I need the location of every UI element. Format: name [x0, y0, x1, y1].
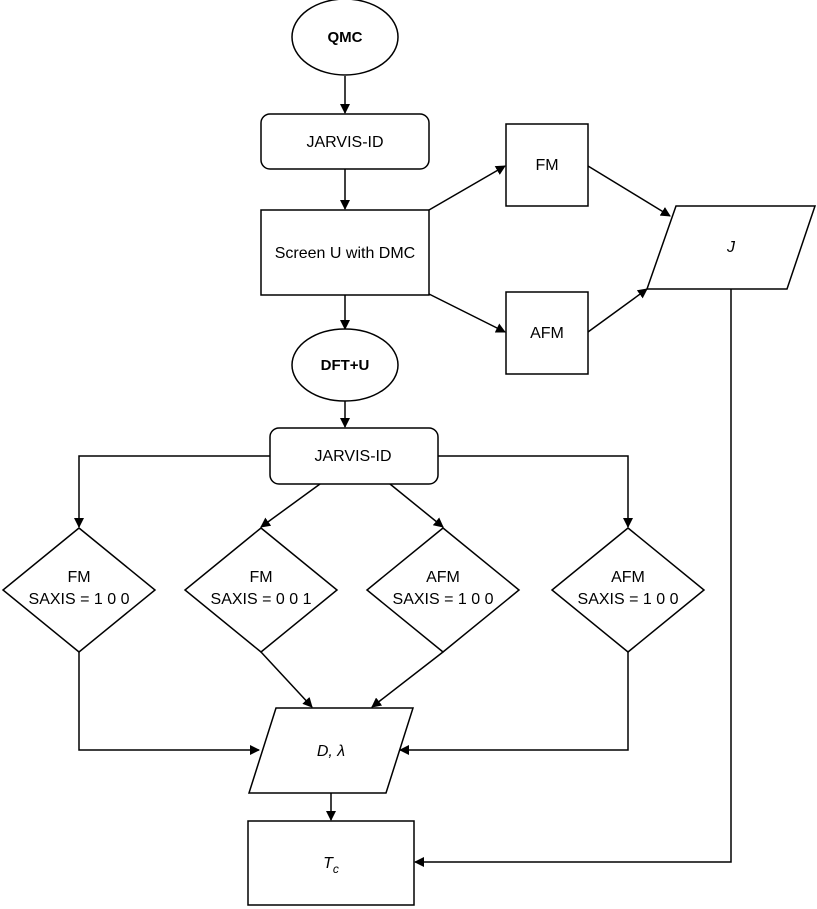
- node-d3-line1: AFM: [426, 569, 460, 586]
- node-d2: FM SAXIS = 0 0 1: [183, 527, 339, 653]
- node-jarvis-mid: JARVIS-ID: [269, 427, 439, 485]
- edge-screen-afm: [428, 293, 506, 333]
- node-d4: AFM SAXIS = 1 0 0: [550, 527, 706, 653]
- node-afm-top: AFM: [505, 291, 589, 375]
- edge-fm-j: [587, 165, 671, 217]
- node-tc-main: T: [323, 855, 334, 872]
- node-screen-u: Screen U with DMC: [260, 209, 430, 296]
- node-fm-top-label: FM: [535, 157, 558, 174]
- node-dftu: DFT+U: [291, 328, 399, 402]
- edge-jarvis-d2: [260, 483, 321, 528]
- node-d-lambda: D, λ: [247, 707, 415, 794]
- edge-d1-dlambda: [78, 652, 260, 755]
- node-j: J: [645, 205, 817, 290]
- node-d1-line1: FM: [67, 569, 90, 586]
- node-tc-sub: c: [333, 862, 339, 876]
- node-tc: Tc: [247, 820, 415, 906]
- node-d2-line1: FM: [249, 569, 272, 586]
- node-qmc-label: QMC: [328, 29, 363, 46]
- node-jarvis-top-label: JARVIS-ID: [306, 134, 383, 151]
- node-d1: FM SAXIS = 1 0 0: [1, 527, 157, 653]
- node-d2-line2: SAXIS = 0 0 1: [211, 591, 312, 608]
- edge-d3-dlambda: [371, 651, 444, 708]
- node-d3-line2: SAXIS = 1 0 0: [393, 591, 494, 608]
- edge-afm-j: [587, 288, 648, 333]
- node-qmc: QMC: [291, 0, 399, 76]
- node-screen-u-label: Screen U with DMC: [275, 245, 415, 262]
- node-afm-top-label: AFM: [530, 325, 564, 342]
- edges: [74, 76, 732, 867]
- node-d-lambda-label: D, λ: [317, 743, 345, 760]
- edge-screen-fm: [428, 165, 506, 211]
- edge-d4-dlambda: [399, 652, 629, 755]
- edge-j-tc: [414, 289, 732, 867]
- edge-jarvis-d3: [389, 483, 444, 528]
- node-d4-line1: AFM: [611, 569, 645, 586]
- node-fm-top: FM: [505, 123, 589, 207]
- node-tc-label: Tc: [323, 855, 339, 876]
- node-jarvis-mid-label: JARVIS-ID: [314, 448, 391, 465]
- node-jarvis-top: JARVIS-ID: [260, 113, 430, 170]
- edge-jarvis-d4: [438, 455, 633, 528]
- node-d1-line2: SAXIS = 1 0 0: [29, 591, 130, 608]
- node-d4-line2: SAXIS = 1 0 0: [578, 591, 679, 608]
- node-dftu-label: DFT+U: [321, 357, 370, 374]
- edge-jarvis-d1: [74, 455, 270, 528]
- node-d3: AFM SAXIS = 1 0 0: [365, 527, 521, 653]
- node-j-label: J: [726, 239, 736, 256]
- edge-d2-dlambda: [260, 651, 313, 708]
